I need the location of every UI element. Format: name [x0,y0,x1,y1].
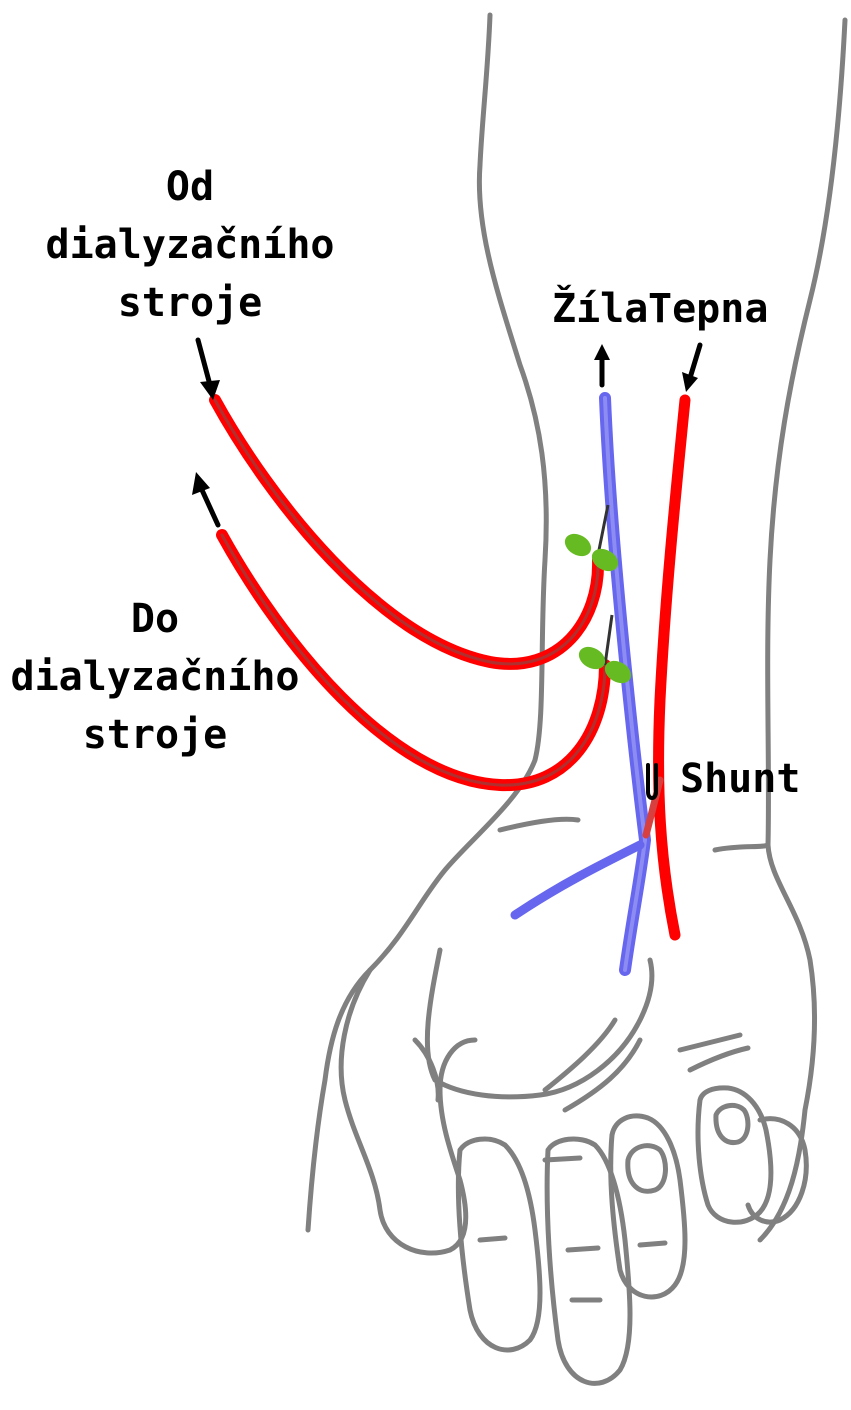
vein-vessel [515,398,645,970]
arrow-shunt [648,765,656,798]
finger-little [698,1088,771,1222]
finger-joint-lines [480,1158,665,1300]
needle-upper-shaft [598,505,608,555]
needle-lower-shaft [605,615,612,665]
label-to-machine: Do dialyzačního stroje [5,590,305,764]
label-shunt: Shunt [680,750,830,808]
label-from-machine-line2: dialyzačního [40,216,340,274]
arrow-from-machine [198,340,220,400]
palm-contour [427,950,652,1097]
arrow-to-machine [192,472,218,525]
finger-index [458,1139,540,1350]
artery-vessel [646,400,685,935]
thumb-contour [341,970,475,1253]
label-to-machine-line2: dialyzačního [5,648,305,706]
label-to-machine-line1: Do [5,590,305,648]
label-artery: Tepna [648,280,798,338]
arm-right-contour [760,20,845,1240]
arrow-vein [594,344,610,385]
arm-outline [308,15,845,1383]
fingernail-little [716,1105,748,1142]
label-from-machine-line1: Od [40,158,340,216]
label-from-machine-line3: stroje [40,274,340,332]
needle-upper-wing-left [561,529,595,560]
palm-lines [415,1020,748,1110]
label-from-machine: Od dialyzačního stroje [40,158,340,332]
fingernail-ring [628,1146,666,1192]
vein-branch [515,845,640,915]
label-vein: Žíla [552,280,662,338]
artery-main [659,400,685,935]
label-to-machine-line3: stroje [5,706,305,764]
arrow-artery [682,345,700,392]
